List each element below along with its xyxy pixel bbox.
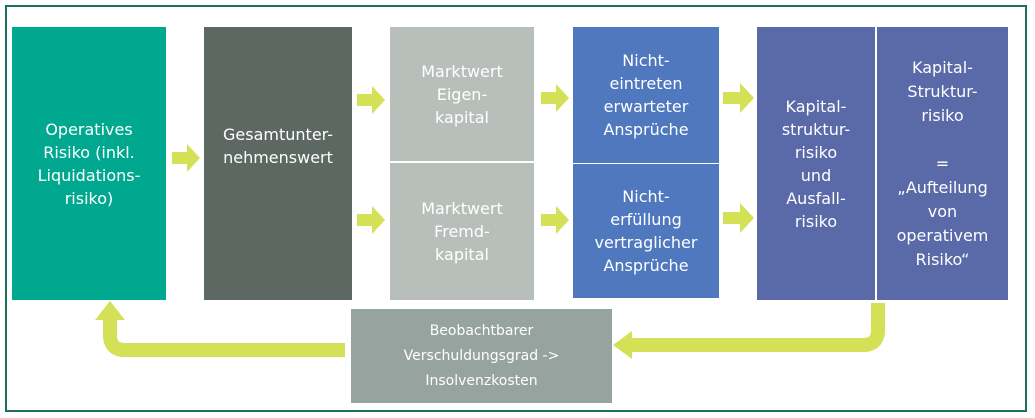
arrow-right-icon xyxy=(357,206,385,234)
box-marktwert-eigenkapital: Marktwert Eigen- kapital xyxy=(390,27,534,161)
box-operatives-risiko: Operatives Risiko (inkl. Liquidations- r… xyxy=(12,27,166,300)
arrow-right-icon xyxy=(541,206,569,234)
arrow-right-icon xyxy=(723,203,754,233)
arrow-right-icon xyxy=(172,144,200,172)
arrow-right-icon xyxy=(723,83,754,113)
box-nichteintreten: Nicht- eintreten erwarteter Ansprüche xyxy=(573,27,719,163)
feedback-arrow-right-loop xyxy=(630,303,885,352)
box-gesamtunternehmenswert: Gesamtunter- nehmenswert xyxy=(204,27,352,300)
box-verschuldungsgrad: Beobachtbarer Verschuldungsgrad -> Insol… xyxy=(351,309,612,403)
box-nichterfuellung: Nicht- erfüllung vertraglicher Ansprüche xyxy=(573,164,719,298)
diagram-frame xyxy=(5,5,1027,412)
box-kapitalstrukturrisiko-ausfallrisiko: Kapital- struktur- risiko und Ausfall- r… xyxy=(757,27,875,300)
box-kapitalstrukturrisiko-definition: Kapital- Struktur- risiko = „Aufteilung … xyxy=(877,27,1008,300)
arrow-right-icon xyxy=(541,84,569,112)
feedback-arrow-left-loop xyxy=(103,318,345,357)
arrow-right-icon xyxy=(357,86,385,114)
box-marktwert-fremdkapital: Marktwert Fremd- kapital xyxy=(390,163,534,300)
arrow-up-icon xyxy=(95,301,125,320)
arrow-left-icon xyxy=(613,331,632,359)
